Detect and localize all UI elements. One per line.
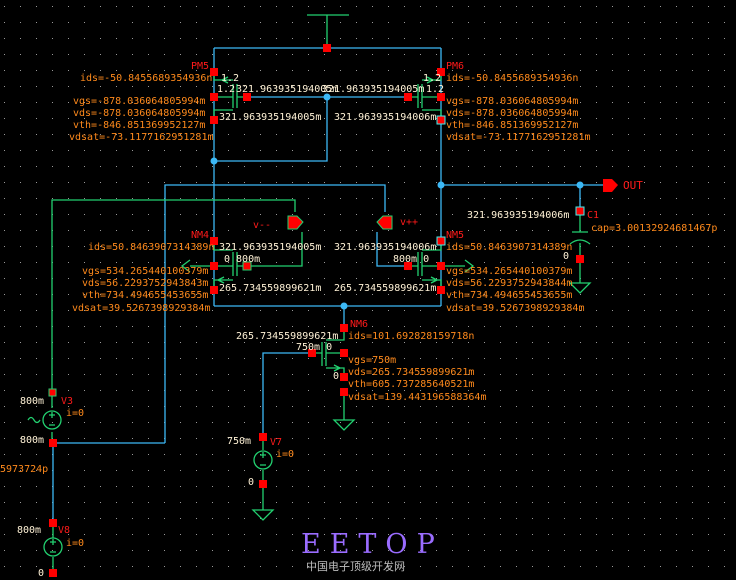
- nm4-symbol[interactable]: [180, 241, 247, 290]
- pin-out-label: OUT: [623, 179, 643, 192]
- nm4-vth: vth=734.494655453655m: [82, 290, 208, 301]
- nm5-symbol[interactable]: [408, 241, 475, 290]
- pm5-vth: vth=-846.851369952127m: [73, 120, 205, 131]
- pm5-gate-voltage: 321.963935194005m: [236, 84, 338, 95]
- nm4-vdsat: vdsat=39.5267398929384m: [72, 303, 210, 314]
- nm6-vds: vds=265.734559899621m: [348, 367, 474, 378]
- nm6-source-voltage: 0: [333, 371, 339, 382]
- v8-current: i=0: [66, 538, 84, 549]
- pm6-symbol[interactable]: [408, 72, 442, 120]
- v7-current: i=0: [276, 449, 294, 460]
- v3-label: V3: [61, 396, 73, 407]
- nm6-vth: vth=605.737285640521m: [348, 379, 474, 390]
- nm6-symbol[interactable]: [312, 328, 345, 377]
- nm6-vdsat: vdsat=139.443196588364m: [348, 392, 486, 403]
- pm6-gate-voltage: 321.963935194005m: [322, 84, 424, 95]
- nm5-gate-bulk-voltage: 800m 0: [393, 254, 429, 265]
- v7-bottom-voltage: 0: [248, 477, 254, 488]
- nm5-vdsat: vdsat=39.5267398929384m: [446, 303, 584, 314]
- c1-bottom-voltage: 0: [563, 251, 569, 262]
- v3-bottom-voltage: 800m: [20, 435, 44, 446]
- nm4-source-voltage: 265.734559899621m: [219, 283, 321, 294]
- pm6-vgs: vgs=-878.036064805994m: [446, 96, 578, 107]
- c1-label: C1: [587, 210, 599, 221]
- clipped-parameter-label: 5973724p: [0, 464, 48, 475]
- pm5-l: 1.2: [217, 84, 235, 95]
- nm5-source-voltage: 265.734559899621m: [334, 283, 436, 294]
- pin-out[interactable]: [603, 179, 618, 192]
- nm4-ids: ids=50.8463907314389n: [88, 242, 214, 253]
- nm4-bulk-gate-voltage: 0 800m: [224, 254, 260, 265]
- nm4-label: NM4: [191, 230, 209, 241]
- nm4-vgs: vgs=534.265440100379m: [82, 266, 208, 277]
- nm5-vth: vth=734.494655453655m: [446, 290, 572, 301]
- nm5-ids: ids=50.8463907314389n: [446, 242, 572, 253]
- pin-v-minus[interactable]: [287, 215, 304, 230]
- pin-v-minus-label: v--: [253, 220, 271, 231]
- pin-v-plus-label: v++: [400, 217, 418, 228]
- pm6-l: 1.2: [426, 84, 444, 95]
- nm6-label: NM6: [350, 319, 368, 330]
- pm5-w: 1.2: [221, 73, 239, 84]
- v8-bottom-voltage: 0: [38, 568, 44, 579]
- nm4-drain-voltage: 321.963935194005m: [219, 242, 321, 253]
- c1-cap: cap=3.00132924681467p: [591, 223, 717, 234]
- pm6-w: 1.2: [423, 73, 441, 84]
- pm5-vgs: vgs=-878.036064805994m: [73, 96, 205, 107]
- pm6-vdsat: vdsat=-73.1177162951281m: [446, 132, 591, 143]
- c1-top-voltage: 321.963935194006m: [467, 210, 569, 221]
- pm6-vth: vth=-846.851369952127m: [446, 120, 578, 131]
- pm5-vdsat: vdsat=-73.1177162951281m: [69, 132, 214, 143]
- v3-top-voltage: 800m: [20, 396, 44, 407]
- v7-label: V7: [270, 437, 282, 448]
- nm5-vds: vds=56.2293752943844m: [446, 278, 572, 289]
- pm6-drain-voltage: 321.963935194006m: [334, 112, 436, 123]
- pm5-drain-voltage: 321.963935194005m: [219, 112, 321, 123]
- watermark-logo: EETOP: [301, 529, 444, 560]
- pm5-ids: ids=-50.8455689354936n: [80, 73, 212, 84]
- nm4-vds: vds=56.2293752943843m: [82, 278, 208, 289]
- pm6-vds: vds=-878.036064805994m: [446, 108, 578, 119]
- nm6-ids: ids=101.692828159718n: [348, 331, 474, 342]
- nm6-gate-bulk-voltage: 750m 0: [296, 342, 332, 353]
- watermark-subtitle: 中国电子顶级开发网: [306, 559, 405, 573]
- pm5-label: PM5: [191, 61, 209, 72]
- v8-top-voltage: 800m: [17, 525, 41, 536]
- pm5-vds: vds=-878.036064805994m: [73, 108, 205, 119]
- terminal-markers: [48, 44, 585, 577]
- nm5-vgs: vgs=534.265440100379m: [446, 266, 572, 277]
- pm6-ids: ids=-50.8455689354936n: [446, 73, 578, 84]
- v8-label: V8: [58, 525, 70, 536]
- v3-current: i=0: [66, 408, 84, 419]
- v7-top-voltage: 750m: [227, 436, 251, 447]
- nm5-label: NM5: [446, 230, 464, 241]
- pm6-label: PM6: [446, 61, 464, 72]
- nm6-vgs: vgs=750m: [348, 355, 396, 366]
- pin-v-plus[interactable]: [376, 215, 393, 230]
- nm5-drain-voltage: 321.963935194006m: [334, 242, 436, 253]
- pm5-symbol[interactable]: [213, 72, 247, 120]
- nm6-drain-voltage: 265.734559899621m: [236, 331, 338, 342]
- v3-source[interactable]: [27, 393, 62, 443]
